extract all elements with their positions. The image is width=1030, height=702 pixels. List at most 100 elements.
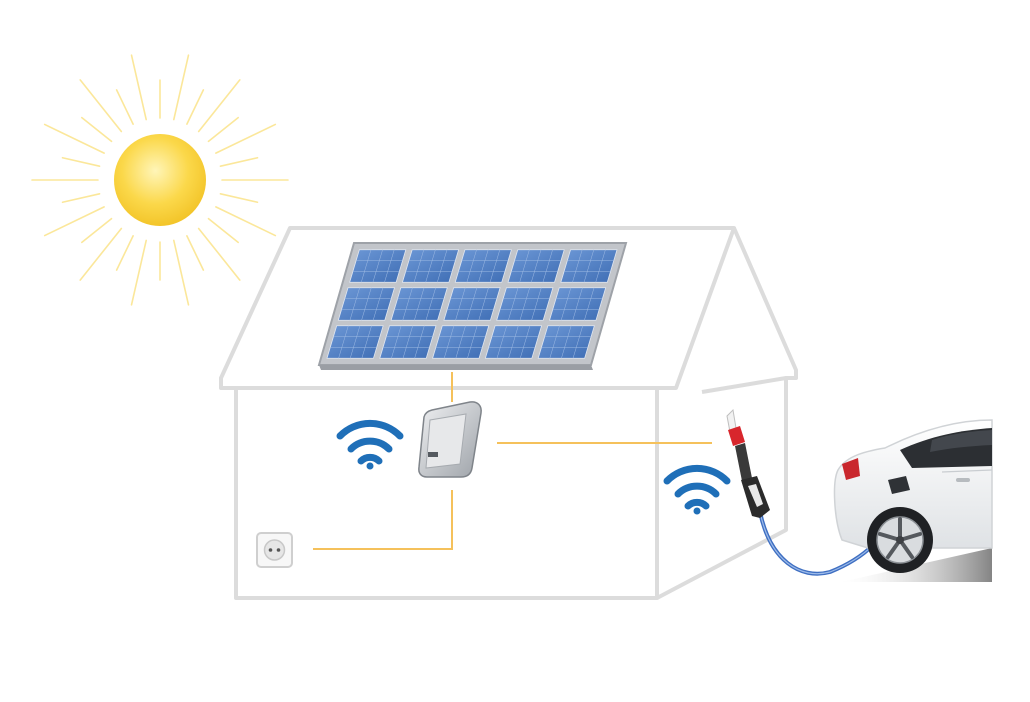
solar-cell-gridline xyxy=(402,325,413,359)
sun-ray xyxy=(207,217,239,244)
sun-ray xyxy=(130,54,148,121)
solar-cell-gridline xyxy=(455,325,466,359)
solar-cell-gridline xyxy=(467,325,478,359)
solar-cell-gridline xyxy=(531,287,542,321)
outlet-pin-right xyxy=(276,548,281,552)
solar-cell-gridline xyxy=(583,249,595,283)
solar-cell-gridline xyxy=(349,287,360,321)
outlet-pin-left xyxy=(268,548,273,552)
sun-ray xyxy=(61,156,101,168)
sun-ray xyxy=(79,79,123,133)
solar-cell-gridline xyxy=(414,287,425,321)
outlet-socket xyxy=(263,539,286,561)
car-door-line xyxy=(941,469,993,473)
plug-handle-highlight xyxy=(748,484,763,507)
solar-cell-gridline xyxy=(478,249,489,283)
house-front-wall xyxy=(234,390,659,600)
solar-cell-gridline xyxy=(496,325,507,359)
inverter-display xyxy=(428,452,438,457)
solar-cells xyxy=(326,249,618,359)
sun-ray xyxy=(79,227,123,281)
sun-rays xyxy=(31,54,289,306)
sun-ray xyxy=(215,123,277,154)
solar-cell-gridline xyxy=(531,249,542,283)
solar-cell-gridline xyxy=(402,287,413,321)
sun-ray xyxy=(197,79,241,133)
solar-cell-gridline xyxy=(519,249,530,283)
solar-cell-gridline xyxy=(361,249,372,283)
sun-ray xyxy=(215,206,277,237)
solar-cell-gridline xyxy=(338,325,349,359)
solar-cell-gridline xyxy=(508,325,519,359)
car-charging-port xyxy=(888,476,910,494)
roof-front xyxy=(219,226,736,390)
solar-panel-edge xyxy=(319,365,593,370)
solar-cell-gridline xyxy=(572,287,583,321)
sun-ray xyxy=(115,89,134,125)
solar-cell-gridline xyxy=(478,287,489,321)
sun-ray xyxy=(81,217,113,244)
solar-cell-gridline xyxy=(384,249,395,283)
solar-cell-gridline xyxy=(542,249,553,283)
solar-cell-gridline xyxy=(560,287,572,321)
solar-cell-gridline xyxy=(595,249,606,283)
solar-cell-gridline xyxy=(361,287,372,321)
sun-ray xyxy=(186,89,205,125)
wifi-icon xyxy=(336,419,404,470)
solar-cell-gridline xyxy=(584,287,595,321)
solar-cell-gridline xyxy=(549,325,560,359)
car-tail-light xyxy=(842,458,860,480)
plug-neck xyxy=(735,443,752,481)
solar-cell-gridline xyxy=(561,325,572,359)
solar-cell-gridline xyxy=(466,287,478,321)
sun-ray xyxy=(197,227,241,281)
solar-cell-gridline xyxy=(361,325,372,359)
sun-ray xyxy=(81,116,113,143)
sun-ray xyxy=(115,235,134,271)
electric-car-icon xyxy=(833,419,993,573)
car-door-handle xyxy=(956,478,970,482)
sun-ray xyxy=(43,123,105,154)
solar-cell-gridline xyxy=(391,325,402,359)
solar-cell-gridline xyxy=(466,249,477,283)
solar-cell-gridline xyxy=(425,249,436,283)
solar-cell-gridline xyxy=(519,287,530,321)
solar-cell-gridline xyxy=(443,325,455,359)
sun-icon xyxy=(31,54,289,306)
solar-cell-gridline xyxy=(572,249,583,283)
plug-holder-red xyxy=(728,426,745,446)
power-wires xyxy=(313,372,712,550)
solar-cell-gridline xyxy=(349,325,361,359)
sun-ray xyxy=(219,156,259,168)
solar-cell-gridline xyxy=(455,287,466,321)
sun-core xyxy=(114,134,206,226)
car-window-reflection xyxy=(930,430,992,452)
wire-inverter-to-outlet xyxy=(313,490,453,550)
sun-ray xyxy=(130,239,148,306)
sun-ray xyxy=(219,192,259,204)
sun-ray xyxy=(186,235,205,271)
inverter-front-panel xyxy=(425,413,467,469)
sun-ray xyxy=(207,116,239,143)
solar-cell-gridline xyxy=(508,287,519,321)
solar-cell-gridline xyxy=(572,325,583,359)
house-outline xyxy=(219,226,798,600)
solar-cell-gridline xyxy=(413,249,425,283)
roof-gable xyxy=(732,227,798,380)
sun-ray xyxy=(61,192,101,204)
wifi-icon xyxy=(663,464,731,515)
car-hub xyxy=(896,536,904,544)
solar-cell-gridline xyxy=(425,287,436,321)
solar-cell-gridline xyxy=(437,249,448,283)
solar-panel-icon xyxy=(317,242,628,370)
power-outlet-icon xyxy=(256,532,293,568)
solar-cell-gridline xyxy=(519,325,531,359)
house-side-wall xyxy=(656,376,788,600)
solar-cell-gridline xyxy=(414,325,425,359)
sun-ray xyxy=(172,54,190,121)
inverter-icon xyxy=(418,401,482,478)
solar-cell-gridline xyxy=(489,249,501,283)
sun-ray xyxy=(43,206,105,237)
ev-charging-plug-icon xyxy=(726,408,770,518)
